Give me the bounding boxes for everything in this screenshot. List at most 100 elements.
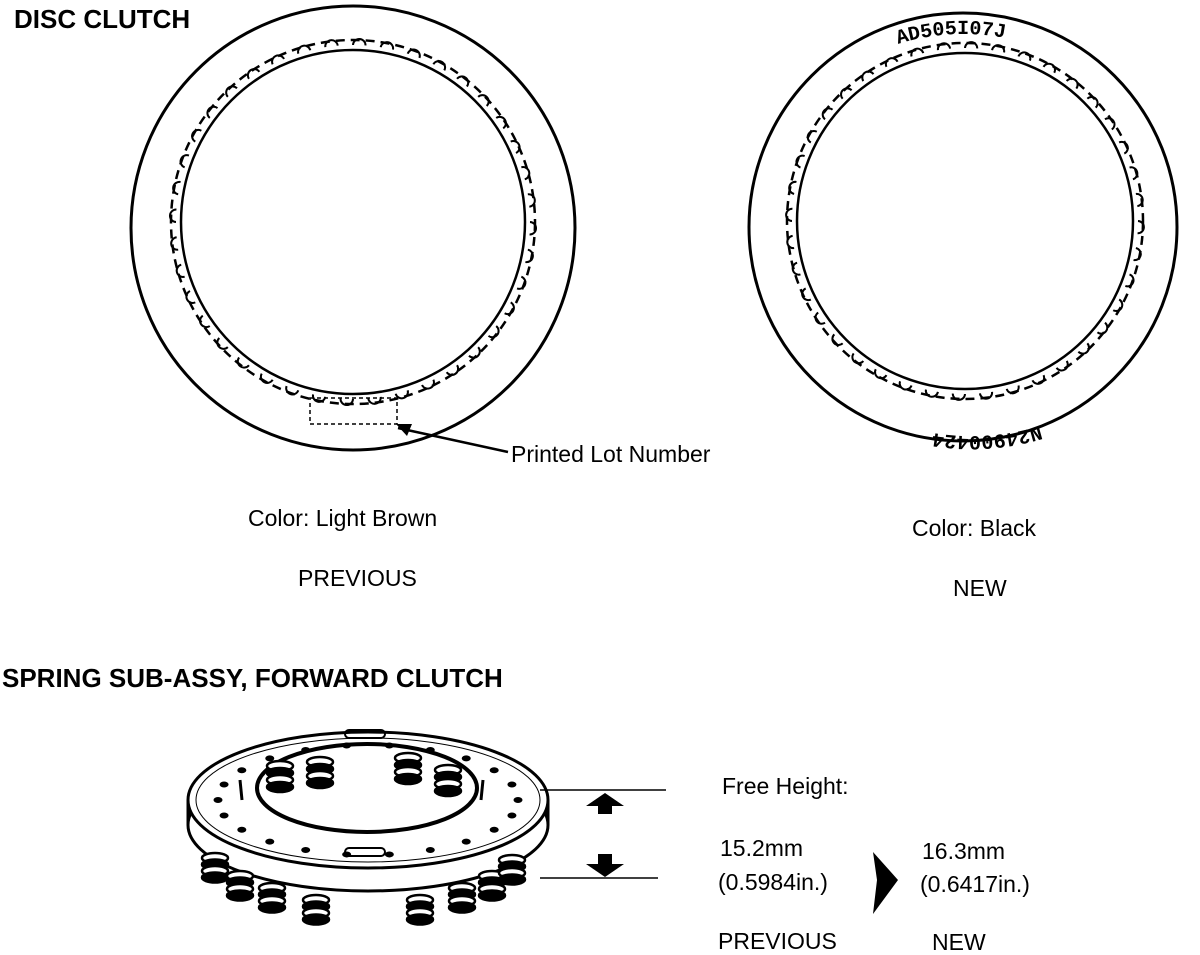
spline-tooth <box>1005 385 1020 395</box>
printed-lot-number-label: Printed Lot Number <box>511 441 711 467</box>
spline-tooth <box>456 75 470 88</box>
spline-tooth <box>487 325 500 339</box>
plate-hole <box>301 746 311 753</box>
plate-hole <box>384 742 394 749</box>
spring-coil <box>257 901 287 914</box>
spline-tooth <box>185 290 196 304</box>
new-color-label: Color: Black <box>912 515 1036 541</box>
spring-coil <box>301 913 331 926</box>
spline-tooth <box>352 37 367 46</box>
spline-tooth <box>874 368 888 380</box>
spline-tooth <box>1077 342 1090 355</box>
plate-hole <box>425 746 435 753</box>
lot-code-bottom: N24900424 <box>931 419 1045 452</box>
spline-tooth <box>367 396 382 405</box>
spline-tooth <box>468 346 481 359</box>
spline-tooth <box>206 105 219 119</box>
spline-tooth <box>785 207 793 222</box>
spring-coil <box>447 901 477 914</box>
spline-tooth <box>814 311 826 325</box>
new-height-mm: 16.3mm <box>922 838 1006 864</box>
plate-hole <box>301 847 311 854</box>
spline-tooth <box>379 41 395 50</box>
spline-tooth <box>910 47 925 57</box>
previous-height-mm: 15.2mm <box>720 835 804 861</box>
spring-coil <box>393 772 423 786</box>
plate-hole <box>489 826 499 833</box>
plate-hole <box>513 797 523 803</box>
spline-tooth <box>516 275 527 290</box>
spline-tooth <box>175 263 185 278</box>
spline-tooth <box>1112 298 1124 312</box>
plate-hole <box>213 797 223 803</box>
spring-coil <box>477 889 507 902</box>
previous-disc <box>129 4 577 454</box>
spline-tooth <box>964 41 979 49</box>
spline-tooth <box>1118 140 1129 155</box>
plate-hole <box>219 812 229 819</box>
plate-hole <box>507 812 517 819</box>
spline-tooth <box>525 248 534 264</box>
spline-tooth <box>477 94 490 107</box>
plate-hole <box>461 755 471 762</box>
spring-sub-assy-drawing <box>186 729 550 926</box>
spring-coil <box>225 889 255 902</box>
spline-tooth <box>806 130 818 144</box>
spline-tooth <box>951 393 966 401</box>
spline-tooth <box>1017 51 1032 61</box>
spline-tooth <box>527 193 536 208</box>
spline-tooth <box>1031 374 1046 385</box>
spring-sub-assy-heading: SPRING SUB-ASSY, FORWARD CLUTCH <box>2 663 503 693</box>
spline-tooth <box>1042 62 1056 74</box>
spline-tooth <box>285 385 300 396</box>
spline-tooth <box>529 221 538 236</box>
spline-tooth <box>271 54 285 65</box>
spline-tooth <box>786 234 795 250</box>
spline-tooth <box>394 390 409 400</box>
spline-tooth <box>1137 220 1145 235</box>
spline-tooth <box>1135 192 1144 208</box>
new-disc: AD505I07J N24900424 <box>747 11 1179 452</box>
spline-tooth <box>788 180 797 195</box>
spring-coil <box>265 780 295 794</box>
spline-tooth <box>795 154 805 169</box>
previous-height-in: (0.5984in.) <box>718 869 828 895</box>
new-height-in: (0.6417in.) <box>920 871 1030 897</box>
spring-coil <box>405 913 435 926</box>
plate-hole <box>219 781 229 788</box>
disc-clutch-heading: DISC CLUTCH <box>14 4 191 34</box>
spline-tooth <box>936 42 952 51</box>
spline-tooth <box>1096 321 1109 335</box>
spline-tooth <box>1125 273 1135 288</box>
spline-tooth <box>1133 247 1142 262</box>
spline-tooth <box>216 337 229 350</box>
spline-tooth <box>861 70 875 82</box>
spline-tooth <box>831 333 844 346</box>
spline-tooth <box>445 364 460 376</box>
plate-hole <box>342 742 352 749</box>
spline-tooth <box>991 44 1006 53</box>
plate-hole <box>265 755 275 762</box>
spline-tooth <box>884 57 899 68</box>
new-spring-caption: NEW <box>932 929 986 955</box>
previous-color-label: Color: Light Brown <box>248 505 438 531</box>
spline-tooth <box>495 115 507 130</box>
spline-tooth <box>225 85 238 98</box>
spline-tooth <box>168 208 177 223</box>
plate-hole <box>489 767 499 774</box>
callout-leader <box>397 426 509 454</box>
down-arrow-icon <box>586 854 624 877</box>
spline-tooth <box>170 236 179 251</box>
callout-arrowhead <box>396 424 412 436</box>
spline-tooth <box>259 373 274 384</box>
lot-code-top: AD505I07J <box>894 18 1008 51</box>
new-disc-caption: NEW <box>953 575 1007 601</box>
spline-tooth <box>821 107 834 121</box>
plate-hole <box>507 781 517 788</box>
spline-tooth <box>324 39 339 48</box>
previous-disc-caption: PREVIOUS <box>298 565 417 591</box>
spline-tooth <box>840 87 853 100</box>
spring-coil <box>497 873 527 886</box>
spline-tooth <box>978 391 994 400</box>
spring-coil <box>433 784 463 798</box>
